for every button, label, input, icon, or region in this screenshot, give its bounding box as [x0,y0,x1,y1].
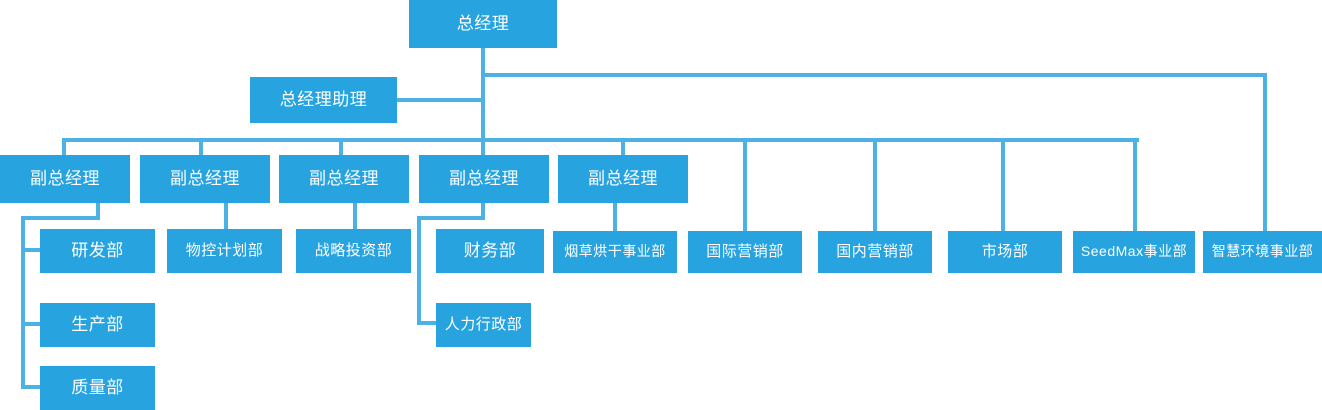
node-intl-marketing-dept[interactable]: 国际营销部 [688,231,802,273]
node-hr-admin-dept[interactable]: 人力行政部 [436,303,531,347]
node-finance-dept[interactable]: 财务部 [436,229,544,273]
connector-stub-production [21,322,41,326]
node-domestic-marketing-dept[interactable]: 国内营销部 [818,231,932,273]
connector-assistant-link [396,98,484,102]
connector-vp1-spine [21,216,25,389]
connector-stub-rd [21,248,41,252]
connector-drop-vp1 [62,138,66,155]
connector-stub-hr [417,321,437,325]
connector-drop-market [1001,138,1005,231]
node-quality-dept[interactable]: 质量部 [40,366,155,410]
connector-gm-stem [481,48,485,142]
node-market-dept[interactable]: 市场部 [948,231,1062,273]
connector-stub-quality [21,385,41,389]
connector-drop-vp5 [621,138,625,155]
connector-drop-smart-env [1263,73,1267,231]
connector-drop-seedmax [1133,138,1137,231]
connector-drop-vp2 [199,138,203,155]
node-vp-4[interactable]: 副总经理 [419,155,549,203]
node-gm-assistant[interactable]: 总经理助理 [250,77,397,123]
node-vp-3[interactable]: 副总经理 [279,155,409,203]
connector-vp4-spine [417,216,421,325]
node-smart-env-div[interactable]: 智慧环境事业部 [1203,231,1322,273]
node-vp-2[interactable]: 副总经理 [140,155,270,203]
connector-vp1-stem [96,203,100,220]
connector-vp4-elbow [417,216,485,220]
node-production-dept[interactable]: 生产部 [40,303,155,347]
node-vp-5[interactable]: 副总经理 [558,155,688,203]
node-vp-1[interactable]: 副总经理 [0,155,130,203]
connector-vp2-stem [224,203,228,231]
node-material-plan-dept[interactable]: 物控计划部 [167,229,282,273]
connector-drop-tobacco [613,203,617,231]
connector-vp1-elbow [21,216,100,220]
connector-vp3-stem [353,203,357,231]
node-strategy-invest-dept[interactable]: 战略投资部 [296,229,411,273]
connector-drop-vp4 [481,138,485,155]
connector-top-bus [481,73,1267,77]
node-general-manager[interactable]: 总经理 [409,0,557,48]
node-seedmax-div[interactable]: SeedMax事业部 [1073,231,1195,273]
connector-drop-intl-marketing [743,138,747,231]
connector-vp-bus [62,138,1139,142]
node-rd-dept[interactable]: 研发部 [40,229,155,273]
connector-drop-vp3 [339,138,343,155]
connector-drop-domestic-marketing [873,138,877,231]
node-tobacco-curing-div[interactable]: 烟草烘干事业部 [553,231,677,273]
connector-vp4-stem [481,203,485,220]
